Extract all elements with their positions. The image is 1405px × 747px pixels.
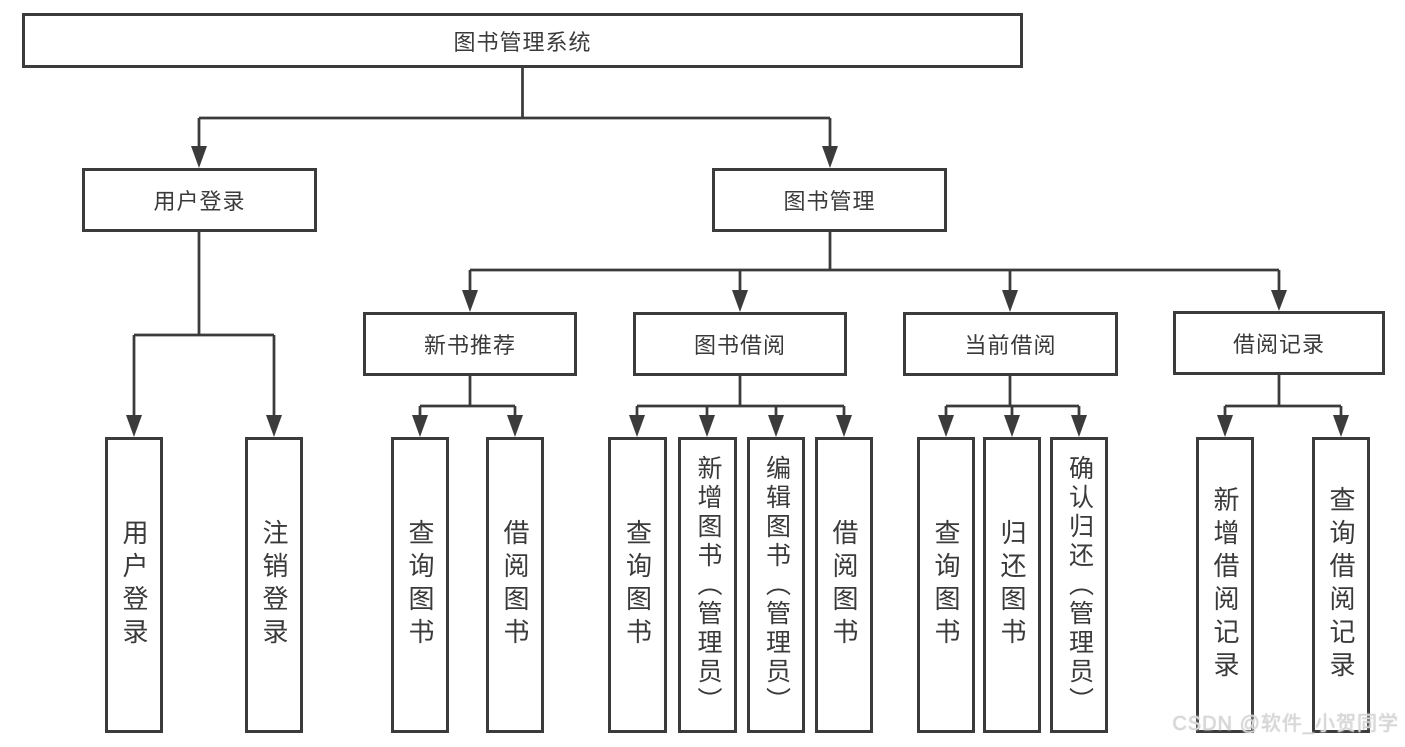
node-label: 用户登录	[153, 189, 246, 214]
leaf-label: 查询借阅记录	[1326, 486, 1356, 684]
leaf-recommend-borrow-books: 借阅图书	[486, 437, 544, 733]
leaf-borrow-books: 借阅图书	[815, 437, 873, 733]
leaf-label: 查询图书	[622, 519, 653, 651]
node-borrowing-records: 借阅记录	[1173, 311, 1385, 375]
leaf-return-books: 归还图书	[983, 437, 1041, 733]
node-user-login: 用户登录	[82, 168, 317, 232]
leaf-label: 归还图书	[997, 519, 1027, 651]
node-label: 图书管理	[783, 189, 876, 214]
leaf-current-query-books: 查询图书	[917, 437, 975, 733]
leaf-label: 新增图书（管理员）	[694, 454, 722, 716]
node-library-management-system: 图书管理系统	[22, 13, 1023, 68]
leaf-query-borrow-record: 查询借阅记录	[1312, 437, 1370, 733]
leaf-label: 查询图书	[931, 519, 961, 651]
node-new-book-recommendation: 新书推荐	[363, 312, 577, 376]
leaf-label: 用户登录	[119, 519, 149, 651]
node-label: 借阅记录	[1232, 332, 1325, 357]
node-label: 新书推荐	[423, 333, 516, 358]
node-label: 图书借阅	[693, 333, 786, 358]
leaf-add-borrow-record: 新增借阅记录	[1196, 437, 1254, 733]
node-label: 图书管理系统	[453, 29, 592, 55]
leaf-label: 新增借阅记录	[1210, 486, 1240, 684]
leaf-add-books-admin: 新增图书（管理员）	[678, 437, 737, 733]
leaf-user-login: 用户登录	[105, 437, 163, 733]
leaf-label: 借阅图书	[500, 519, 530, 651]
leaf-label: 确认归还（管理员）	[1065, 454, 1094, 716]
leaf-borrow-query-books: 查询图书	[608, 437, 667, 733]
node-label: 当前借阅	[964, 333, 1057, 358]
leaf-logout: 注销登录	[245, 437, 303, 733]
csdn-watermark: CSDN @软件_小贺同学	[1172, 713, 1399, 735]
leaf-confirm-return-admin: 确认归还（管理员）	[1050, 437, 1108, 733]
leaf-edit-books-admin: 编辑图书（管理员）	[747, 437, 805, 733]
leaf-label: 编辑图书（管理员）	[762, 454, 791, 716]
leaf-label: 借阅图书	[829, 519, 859, 651]
node-current-borrowing: 当前借阅	[903, 312, 1118, 376]
node-book-management: 图书管理	[712, 168, 947, 232]
leaf-label: 查询图书	[405, 519, 435, 651]
node-book-borrowing: 图书借阅	[633, 312, 847, 376]
leaf-recommend-query-books: 查询图书	[391, 437, 449, 733]
leaf-label: 注销登录	[259, 519, 289, 651]
